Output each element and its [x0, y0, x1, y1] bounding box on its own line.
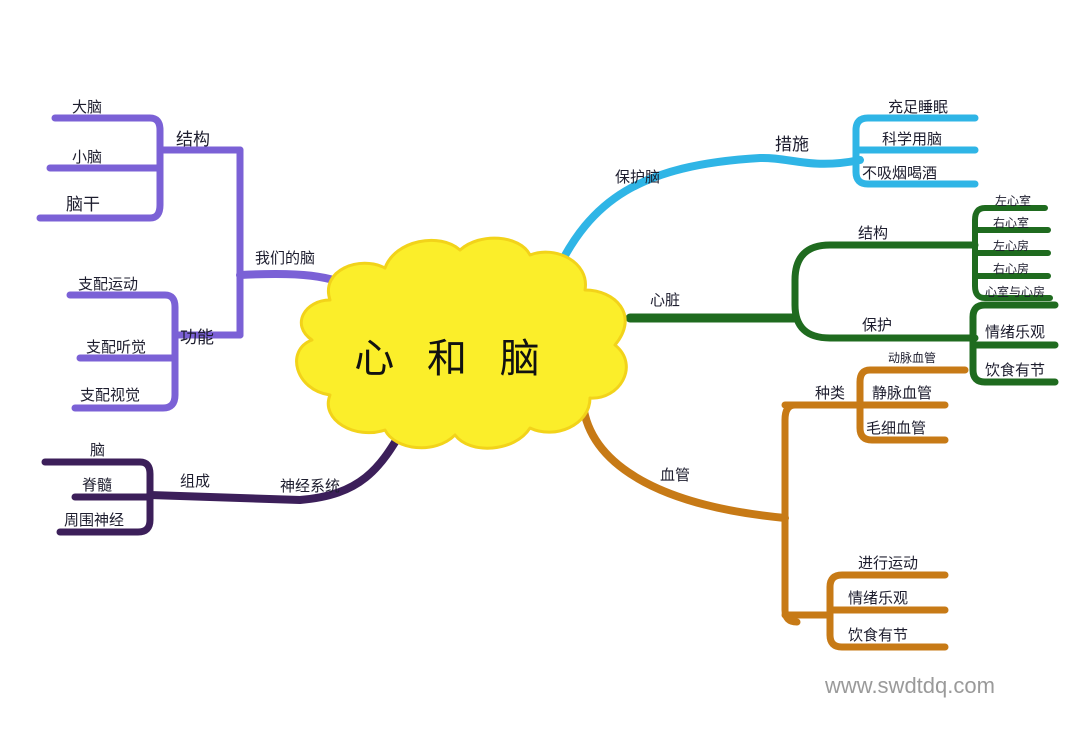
brain-structure-item-2: 小脑 — [72, 148, 102, 166]
care-item-1: 进行运动 — [858, 554, 918, 572]
measures-item-1: 充足睡眠 — [888, 98, 948, 116]
brain-function-item-3: 支配视觉 — [80, 386, 140, 404]
composition-item-3: 周围神经 — [64, 511, 124, 529]
heart-structure-item-4: 右心房 — [993, 261, 1029, 276]
heart-structure-label: 结构 — [858, 224, 888, 242]
heart-structure-item-3: 左心房 — [993, 238, 1029, 253]
measures-item-2: 科学用脑 — [882, 130, 942, 148]
brain-label: 我们的脑 — [255, 249, 315, 267]
care-item-2: 情绪乐观 — [848, 589, 908, 607]
center-cloud: 心 和 脑 — [295, 236, 628, 450]
composition-item-2: 脊髓 — [82, 476, 112, 494]
nervous-label: 神经系统 — [280, 477, 340, 495]
protect-brain-label: 保护脑 — [615, 168, 660, 186]
vessels-main-line — [579, 401, 789, 522]
protect-brain-branch — [551, 114, 979, 279]
brain-branch — [36, 114, 364, 412]
watermark: www.swdtdq.com — [824, 673, 995, 698]
vessels-label: 血管 — [660, 466, 690, 484]
types-item-1: 动脉血管 — [888, 350, 936, 365]
composition-item-1: 脑 — [90, 441, 105, 459]
center-title: 心 和 脑 — [354, 336, 549, 382]
vessels-trunk-line — [781, 401, 801, 626]
heart-protect-item-1: 情绪乐观 — [985, 323, 1045, 341]
cloud-shape — [295, 236, 628, 450]
measures-item-3: 不吸烟喝酒 — [862, 164, 937, 182]
types-label: 种类 — [815, 384, 845, 402]
heart-protect-item-2: 饮食有节 — [985, 361, 1045, 379]
heart-label: 心脏 — [650, 291, 680, 309]
types-item-3: 毛细血管 — [866, 419, 926, 437]
care-item-3: 饮食有节 — [848, 626, 908, 644]
brain-structure-item-1: 大脑 — [72, 98, 102, 116]
brain-function-item-1: 支配运动 — [78, 275, 138, 293]
brain-structure-item-3: 脑干 — [66, 195, 100, 215]
vessels-branch — [579, 366, 969, 651]
heart-structure-item-2: 右心室 — [993, 215, 1029, 230]
function-fork — [66, 291, 179, 412]
types-item-2: 静脉血管 — [872, 384, 932, 402]
brain-function-label: 功能 — [180, 328, 214, 348]
measures-label: 措施 — [775, 135, 809, 155]
composition-label: 组成 — [180, 472, 210, 490]
brain-structure-label: 结构 — [176, 130, 210, 150]
heart-structure-item-5: 心室与心房 — [985, 284, 1045, 299]
heart-branch — [625, 205, 1059, 386]
heart-structure-item-1: 左心室 — [995, 193, 1031, 208]
heart-protect-label: 保护 — [862, 316, 892, 334]
heart-fork — [791, 241, 979, 342]
protect-brain-main-line — [551, 153, 864, 279]
brain-function-item-2: 支配听觉 — [86, 338, 146, 356]
